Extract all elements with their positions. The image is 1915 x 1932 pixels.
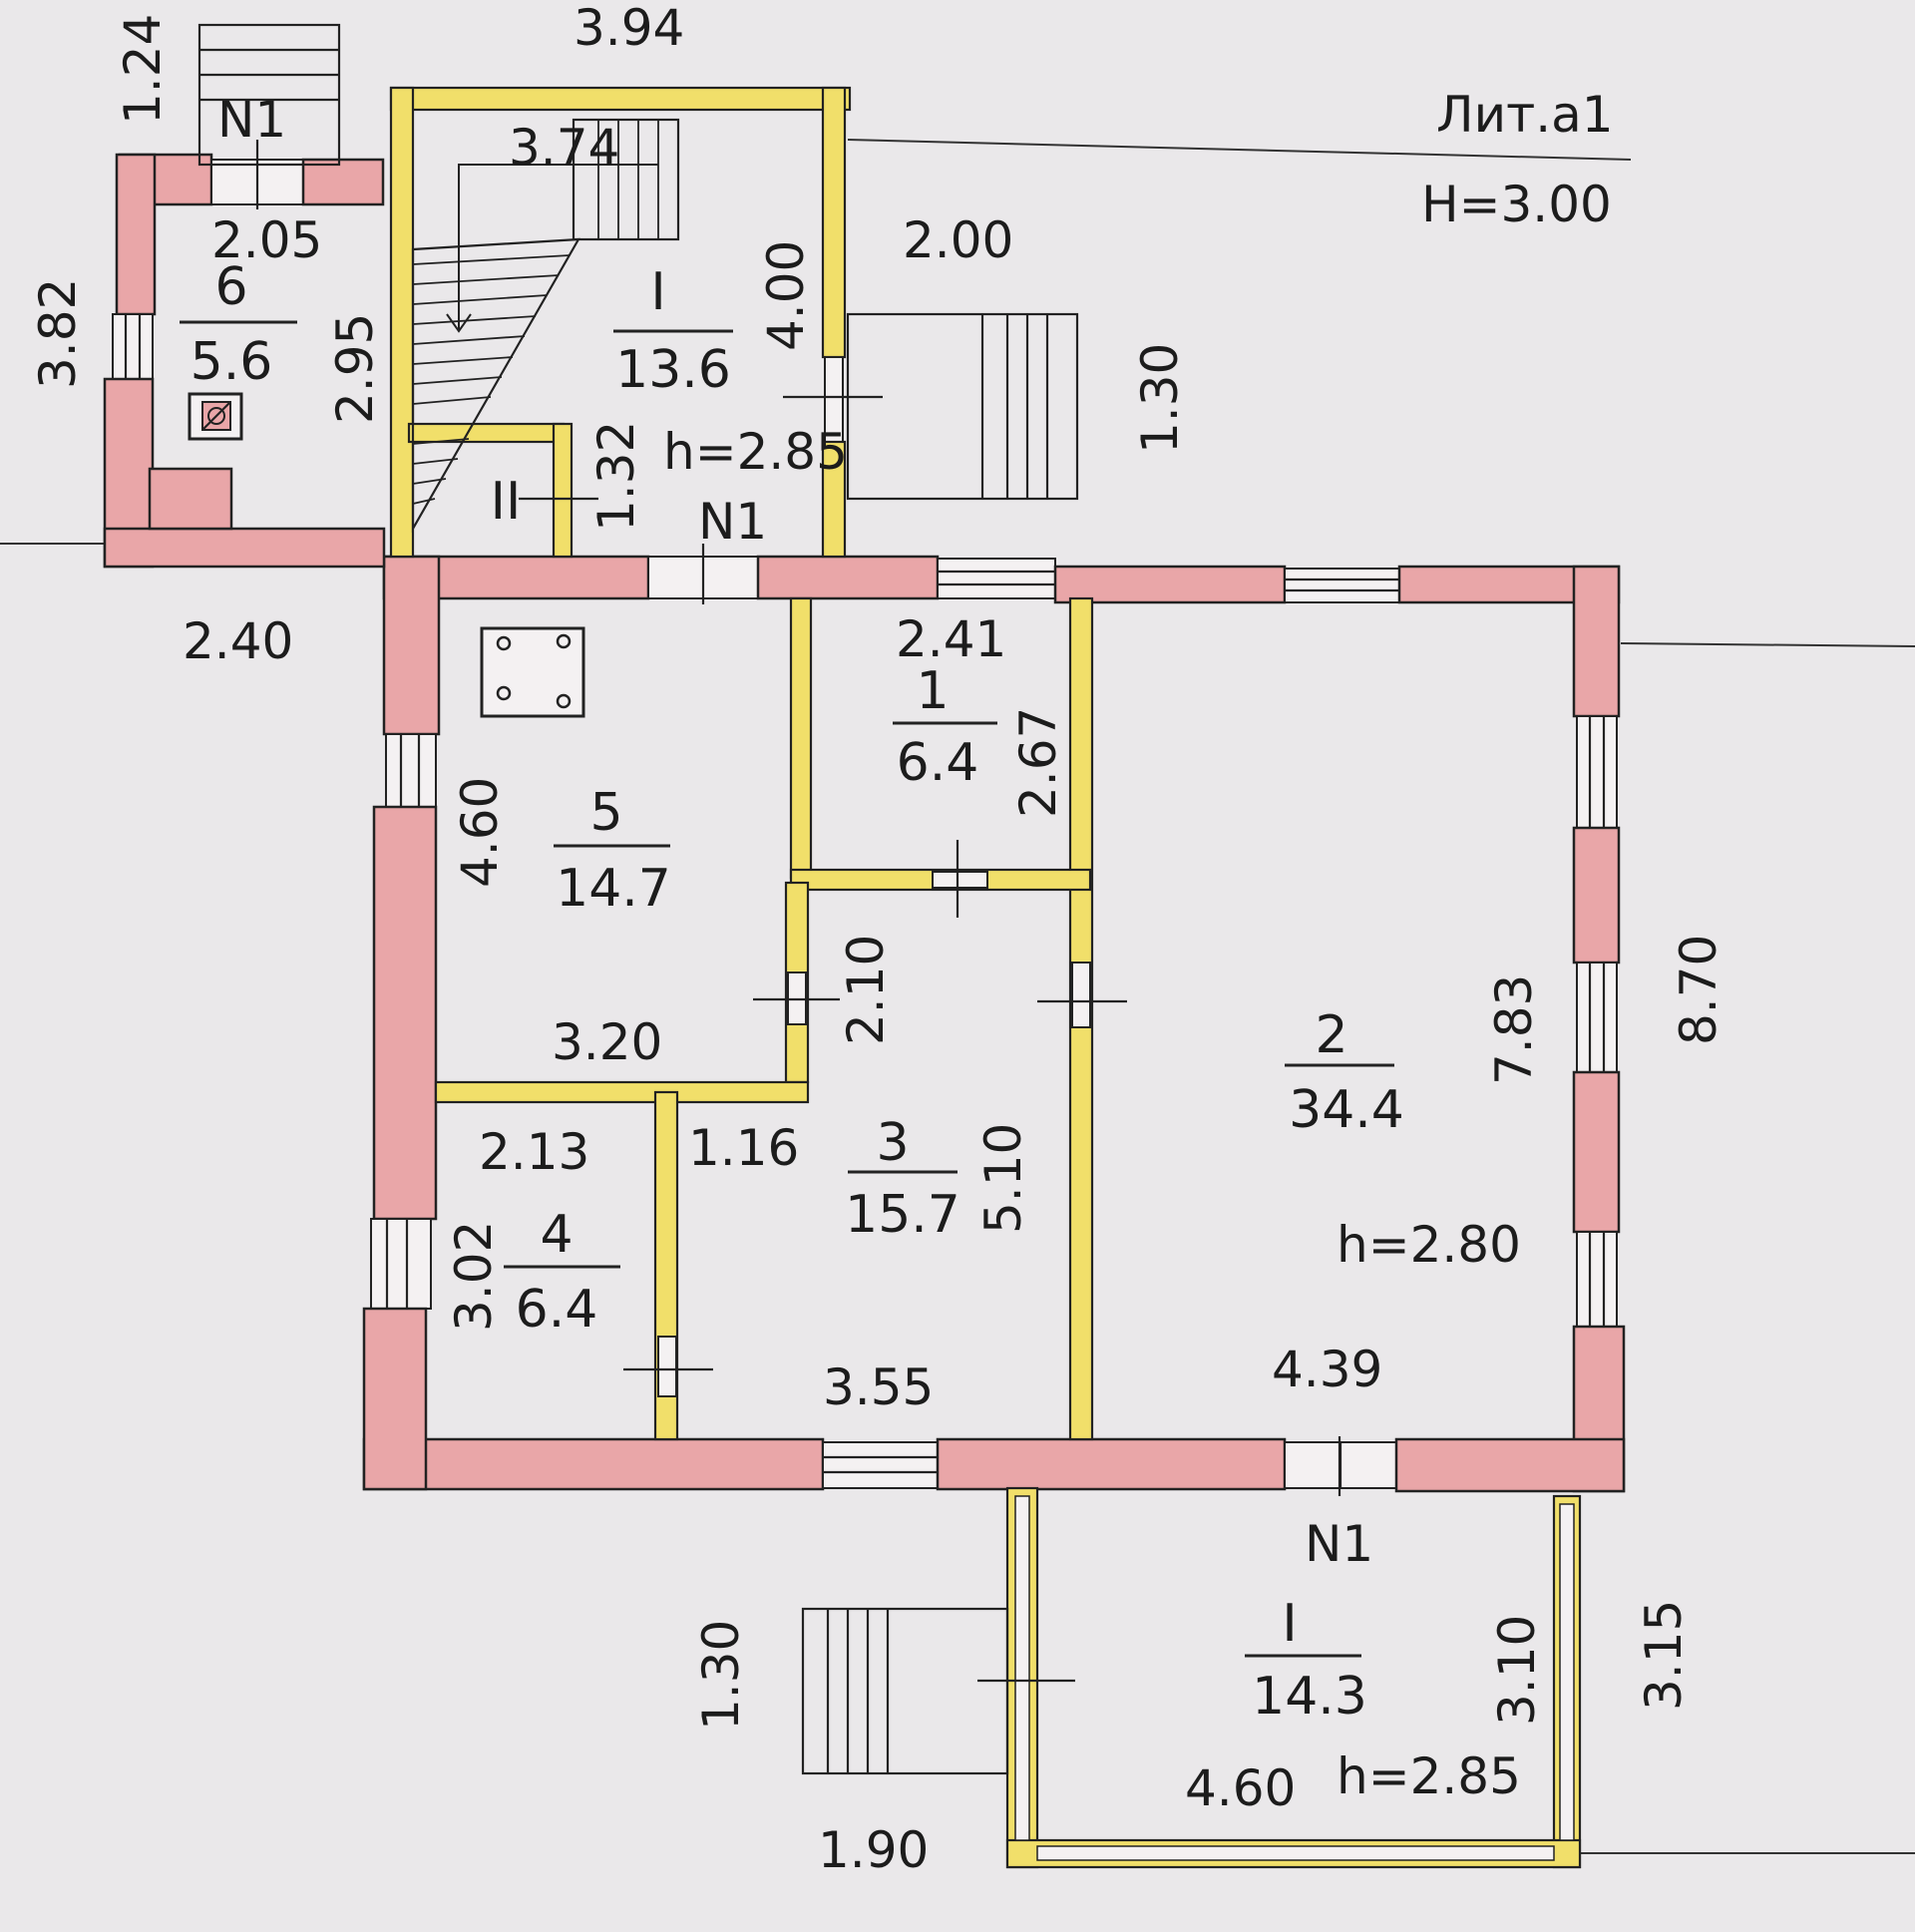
inner-partitions (434, 544, 1341, 1496)
dim-4-39: 4.39 (1272, 1341, 1382, 1398)
room-II-number: II (491, 472, 522, 532)
dim-2-67: 2.67 (1009, 707, 1067, 818)
litera-label: Лит.а1 (1436, 86, 1614, 144)
dim-3-15: 3.15 (1635, 1600, 1693, 1711)
room-4-area: 6.4 (516, 1280, 598, 1340)
steps-top-right (846, 312, 1079, 501)
dim-2-00: 2.00 (903, 211, 1013, 269)
room-1-area: 6.4 (897, 733, 979, 793)
room-I-top-area: 13.6 (615, 340, 731, 400)
dim-1-32: 1.32 (587, 421, 645, 532)
room-3-area: 15.7 (845, 1185, 960, 1245)
dim-4-00: 4.00 (757, 240, 815, 351)
room-I-bottom-area: 14.3 (1252, 1667, 1367, 1727)
dim-1-30-top: 1.30 (1131, 343, 1189, 454)
dim-3-02: 3.02 (445, 1221, 503, 1332)
stove-icon (480, 626, 585, 718)
reference-lines (0, 139, 1915, 1854)
dim-7-83: 7.83 (1485, 974, 1543, 1085)
room-3-number: 3 (876, 1113, 909, 1173)
main-house-walls (362, 555, 1626, 1493)
room-2-area: 34.4 (1289, 1080, 1404, 1140)
dim-8-70: 8.70 (1670, 935, 1727, 1045)
dim-3-74: 3.74 (509, 119, 619, 177)
dim-2-10: 2.10 (837, 935, 895, 1045)
room-I-bottom-height: h=2.85 (1337, 1747, 1521, 1805)
room-1-number: 1 (916, 661, 949, 721)
room-5-number: 5 (589, 783, 622, 843)
room-2-number: 2 (1315, 1005, 1347, 1065)
dim-3-20: 3.20 (552, 1013, 662, 1071)
dim-2-41: 2.41 (896, 610, 1006, 668)
dim-3-94: 3.94 (574, 0, 684, 57)
room-4-number: 4 (540, 1205, 573, 1265)
mark-n1-top-mid: N1 (698, 493, 767, 551)
vestibule-top-walls (389, 86, 883, 559)
mark-n1-bottom: N1 (1305, 1515, 1373, 1573)
dim-2-95: 2.95 (326, 313, 384, 424)
vestibule-bottom-walls (977, 1486, 1582, 1869)
dim-5-10: 5.10 (974, 1123, 1032, 1234)
dim-3-55: 3.55 (823, 1358, 934, 1416)
room-fraction-lines (180, 320, 1394, 1658)
room-6-number: 6 (214, 257, 247, 317)
room-I-top-number: I (650, 262, 665, 322)
dim-1-90: 1.90 (818, 1821, 929, 1879)
dim-3-82: 3.82 (29, 278, 87, 389)
dim-2-05: 2.05 (211, 211, 322, 269)
dim-1-16: 1.16 (688, 1119, 799, 1177)
room-2-height: h=2.80 (1337, 1216, 1521, 1274)
porch-top-left (197, 23, 341, 209)
dim-2-40: 2.40 (183, 612, 293, 670)
mark-n1-top-left: N1 (217, 91, 286, 149)
dim-4-60-bottom: 4.60 (1185, 1759, 1296, 1817)
dim-2-13: 2.13 (479, 1123, 589, 1181)
room-5-area: 14.7 (556, 859, 671, 919)
room-I-top-height: h=2.85 (663, 423, 848, 481)
dim-1-24: 1.24 (114, 14, 172, 125)
room-6-area: 5.6 (191, 332, 273, 392)
room-I-bottom-number: I (1282, 1594, 1297, 1654)
dim-1-30-bottom: 1.30 (692, 1620, 750, 1731)
dim-3-10: 3.10 (1488, 1615, 1546, 1726)
steps-bottom-left (801, 1607, 1009, 1775)
dim-4-60-left: 4.60 (451, 777, 509, 888)
height-label: H=3.00 (1421, 176, 1612, 233)
